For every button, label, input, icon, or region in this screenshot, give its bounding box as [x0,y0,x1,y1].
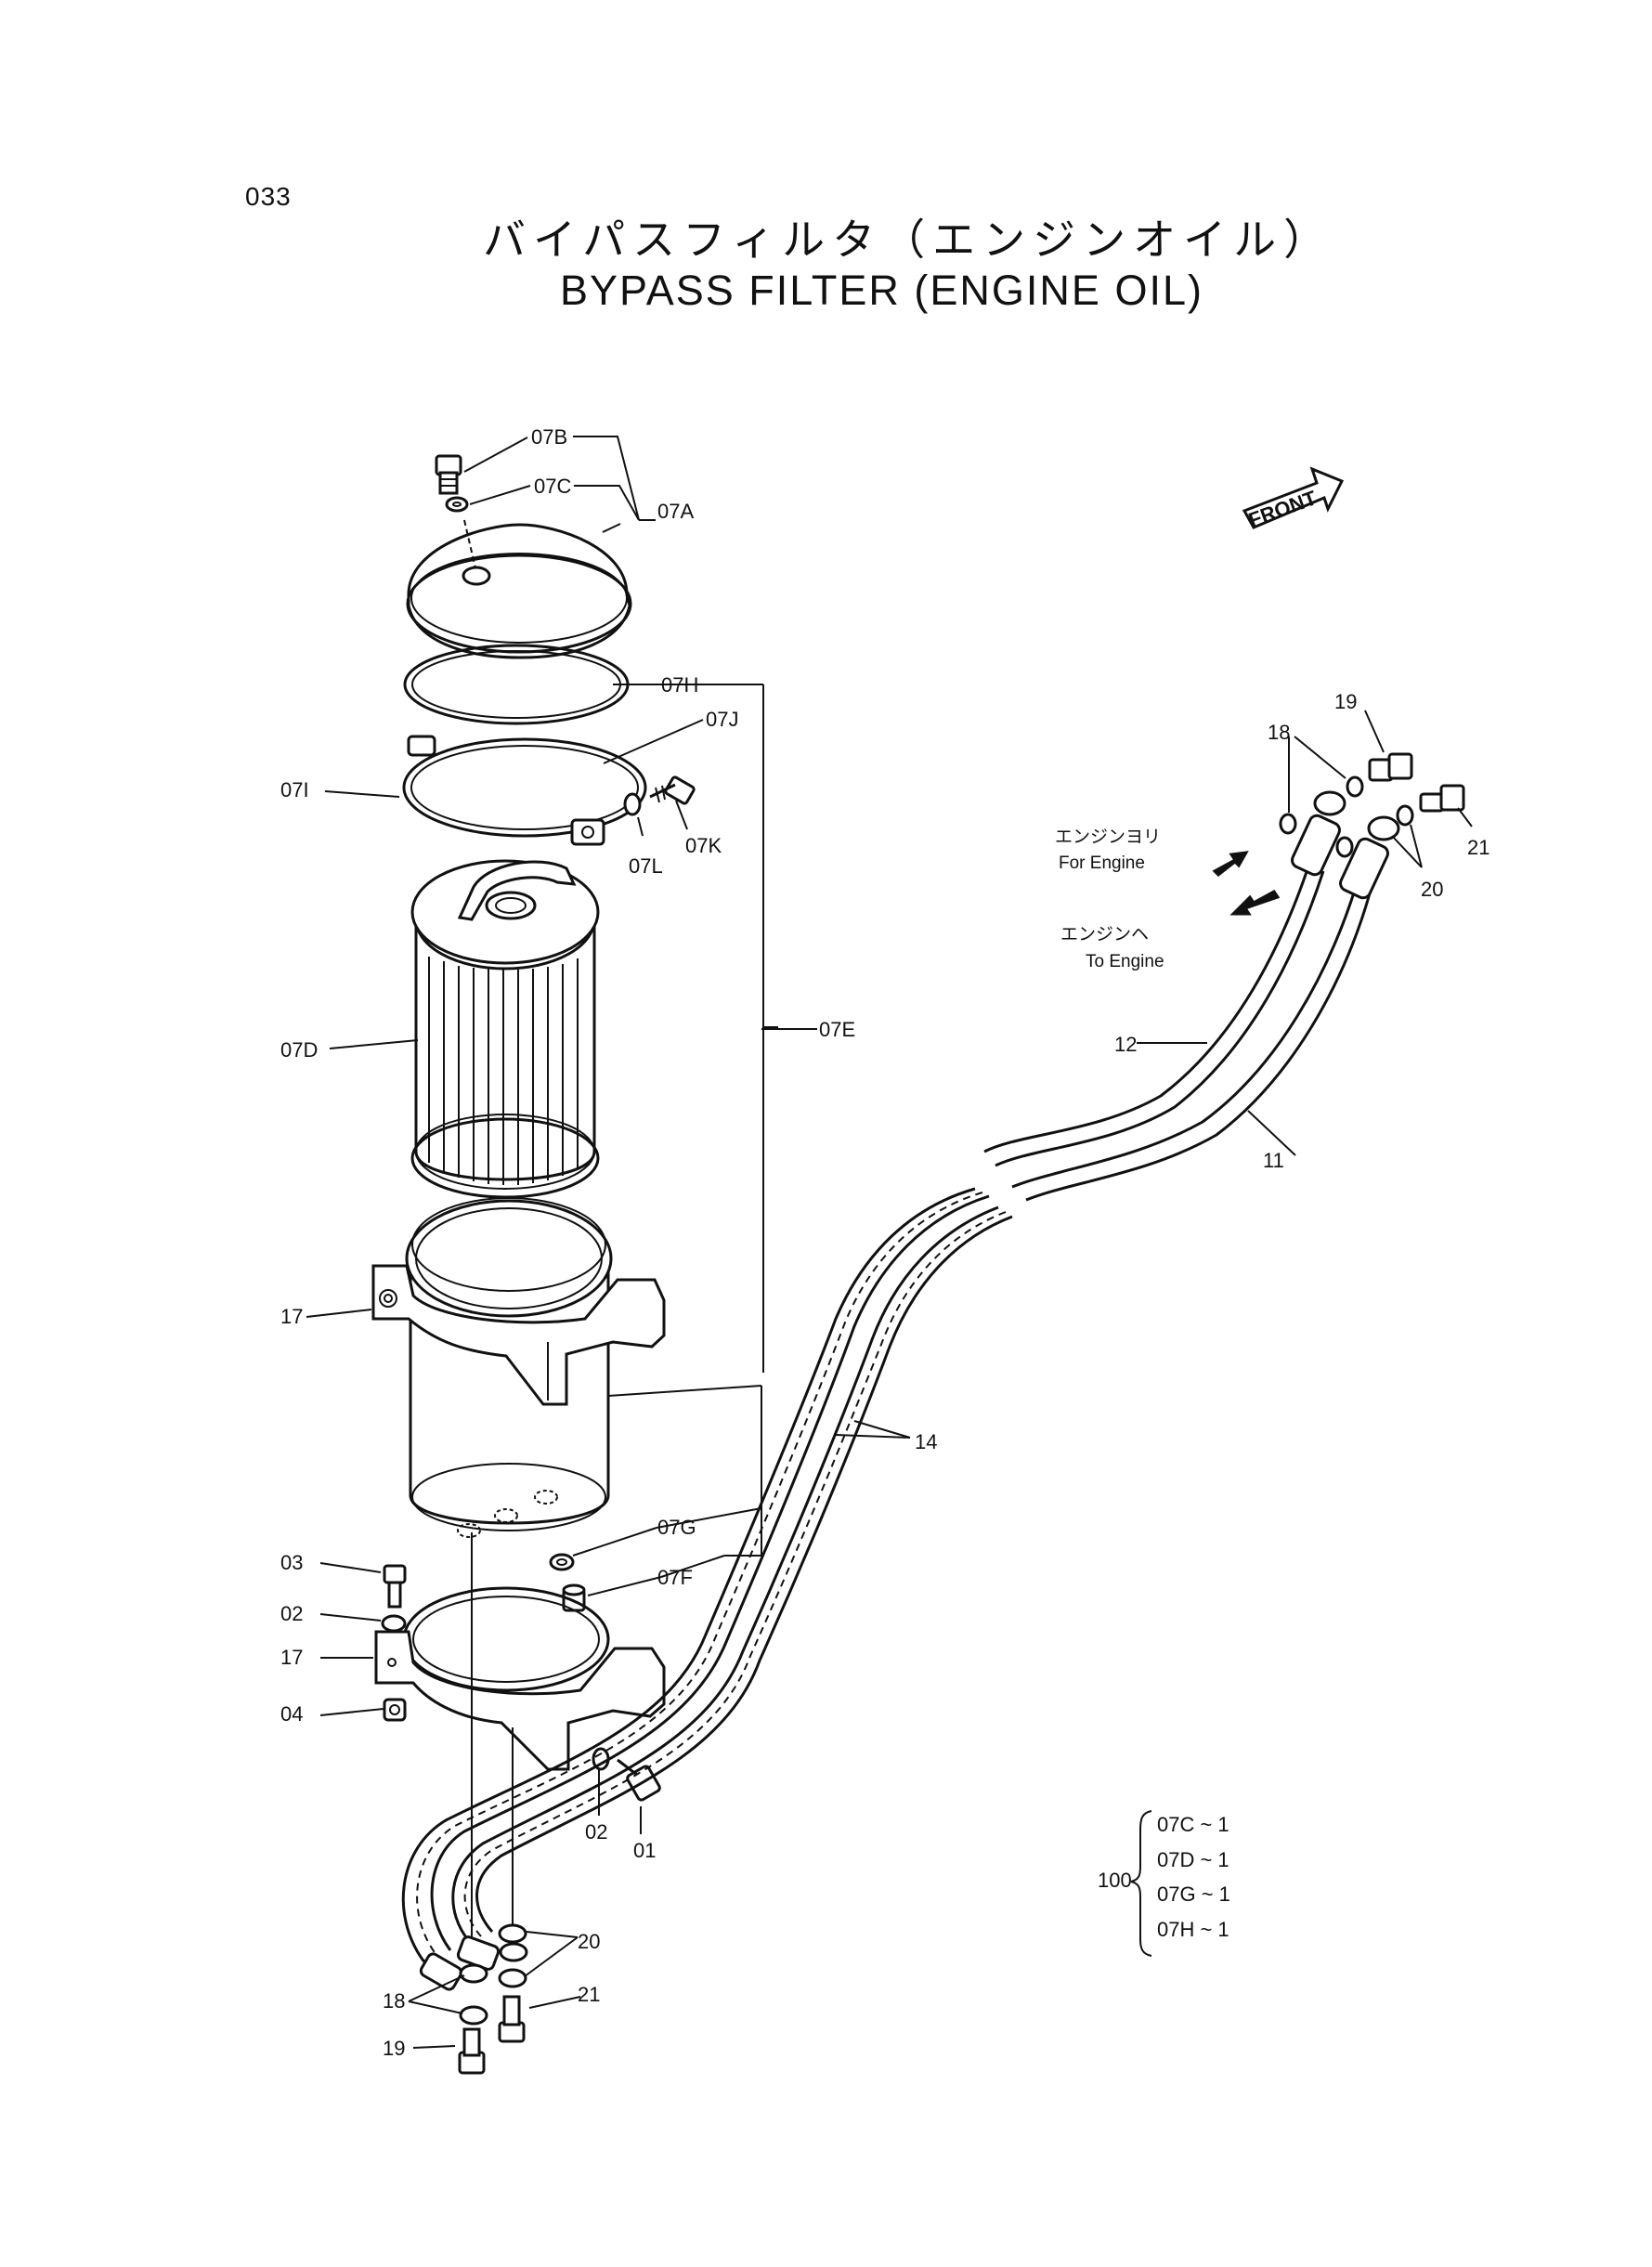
hose-14 [401,1187,1013,1988]
screw-07k [649,775,696,805]
callout-17-upper: 17 [280,1305,303,1328]
callout-12: 12 [1114,1033,1137,1056]
callout-04: 04 [280,1702,303,1726]
hose-fittings-upper [1279,775,1414,900]
title-english: BYPASS FILTER (ENGINE OIL) [560,267,1203,314]
nut-04 [383,1698,407,1722]
cover-07a [406,519,632,659]
filter-element-07d [410,859,600,1199]
callout-07c: 07C [534,475,571,498]
callout-11: 11 [1263,1149,1284,1172]
kit-item: 07G ~ 1 [1157,1883,1230,1906]
clamp-band-07i [402,735,647,846]
callout-07i: 07I [280,778,309,801]
callout-18-upper: 18 [1268,721,1290,744]
callout-21-lower: 21 [578,1983,600,2006]
callout-19-lower: 19 [383,2037,405,2060]
bolt-19-upper [1368,752,1413,782]
to-engine-jp: エンジンヘ [1060,925,1149,945]
callout-14: 14 [915,1430,937,1453]
callout-20-upper: 20 [1421,878,1443,901]
callout-20-lower: 20 [578,1930,600,1953]
kit-item: 07C ~ 1 [1157,1813,1229,1836]
bolt-03 [383,1564,407,1609]
callout-02-upper: 02 [280,1602,303,1625]
hose-12 [983,863,1325,1167]
callout-01: 01 [633,1839,656,1862]
arrow-to-engine-icon [1229,890,1281,916]
callout-labels: 07B 07C 07A 07H 07J 07I 07K 07L 07D 07E … [280,425,1489,2060]
o-ring-07g [549,1553,575,1571]
callout-07k: 07K [685,834,722,857]
callout-07g: 07G [657,1516,696,1539]
callout-21-upper: 21 [1467,836,1489,859]
bracket-17-lower [374,1586,666,1771]
kit-number: 100 [1098,1869,1132,1892]
front-label: FRONT [1245,486,1320,532]
drain-plugs [457,1490,558,1538]
washer-02-upper [381,1614,407,1633]
filter-case-07e [405,1197,613,1531]
callout-02-lower: 02 [585,1820,607,1844]
callout-07e: 07E [819,1018,855,1041]
bolt-21-lower [498,1995,526,2043]
title-japanese: バイパスフィルタ（エンジンオイル） [483,215,1334,265]
bolt-07b [435,454,462,495]
kit-100: 100 07C ~ 1 07D ~ 1 07G ~ 1 07H ~ 1 [1098,1810,1230,1957]
bolt-21-upper [1419,784,1465,813]
to-engine-en: To Engine [1086,952,1164,971]
hose-fittings-lower [419,1923,528,2026]
callout-17-lower: 17 [280,1646,303,1669]
callout-07a: 07A [657,500,694,523]
front-arrow-icon [1242,466,1345,529]
leader-lines [306,436,1473,2049]
hose-11 [1011,886,1372,1202]
callout-07j: 07J [706,708,738,731]
flow-labels: エンジンヨリ For Engine エンジンヘ To Engine [1055,827,1164,971]
callout-07h: 07H [661,673,698,697]
from-engine-jp: エンジンヨリ [1055,827,1161,847]
from-engine-en: For Engine [1059,853,1145,873]
callout-18-lower: 18 [383,1989,405,2013]
callout-19-upper: 19 [1334,690,1357,713]
kit-item: 07H ~ 1 [1157,1918,1229,1941]
washer-07c [445,496,469,513]
washer-07l [623,792,642,816]
arrow-for-engine-icon [1212,851,1249,877]
callout-07l: 07L [629,854,663,878]
callout-03: 03 [280,1551,303,1574]
callout-07b: 07B [531,425,567,449]
kit-item: 07D ~ 1 [1157,1848,1229,1871]
callout-07f: 07F [657,1566,693,1589]
bolt-01 [617,1758,661,1802]
bracket-17-upper [371,1264,666,1406]
page-number: 033 [245,182,292,211]
bolt-19-lower [458,2027,486,2075]
callout-07d: 07D [280,1038,318,1062]
